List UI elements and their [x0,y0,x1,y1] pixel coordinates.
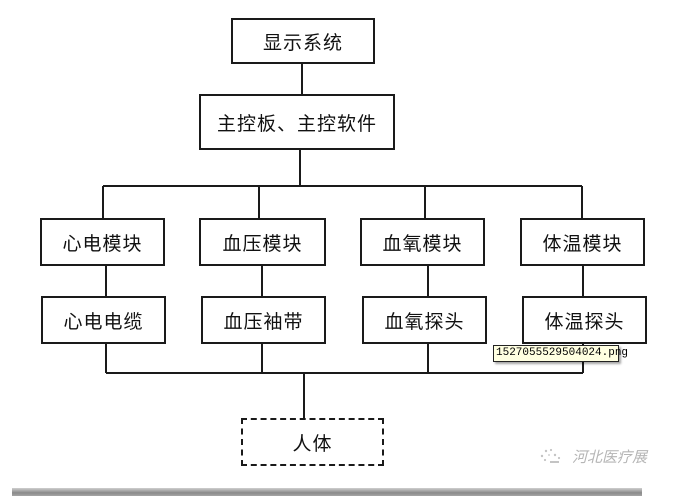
watermark-text: 河北医疗展 [572,447,648,466]
display-system-box: 显示系统 [231,18,375,64]
bottom-shadow-divider [12,488,642,496]
filename-tooltip: 1527055529504024.png [493,345,628,362]
wechat-logo-icon [540,448,561,463]
spo2-sensor-box: 血氧探头 [362,296,487,344]
temp-module-box: 体温模块 [520,218,645,266]
ecg-sensor-box: 心电电缆 [41,296,166,344]
ecg-module-box: 心电模块 [40,218,165,266]
bp-module-label: 血压模块 [222,232,303,255]
human-body-box: 人体 [241,418,384,466]
main-control-label: 主控板、主控软件 [216,112,377,135]
spo2-module-box: 血氧模块 [360,218,485,266]
display-system-label: 显示系统 [262,31,343,54]
temp-sensor-box: 体温探头 [522,296,647,344]
human-body-label: 人体 [292,432,333,455]
temp-sensor-label: 体温探头 [544,310,625,333]
spo2-sensor-label: 血氧探头 [384,310,465,333]
tooltip-filename: 1527055529504024.png [496,347,629,359]
watermark: 河北医疗展 [538,445,647,467]
bp-sensor-box: 血压袖带 [201,296,326,344]
ecg-module-label: 心电模块 [62,232,143,255]
temp-module-label: 体温模块 [542,232,623,255]
bp-sensor-label: 血压袖带 [223,310,304,333]
ecg-sensor-label: 心电电缆 [63,310,144,333]
main-control-box: 主控板、主控软件 [199,94,395,150]
bp-module-box: 血压模块 [199,218,326,266]
spo2-module-label: 血氧模块 [382,232,463,255]
